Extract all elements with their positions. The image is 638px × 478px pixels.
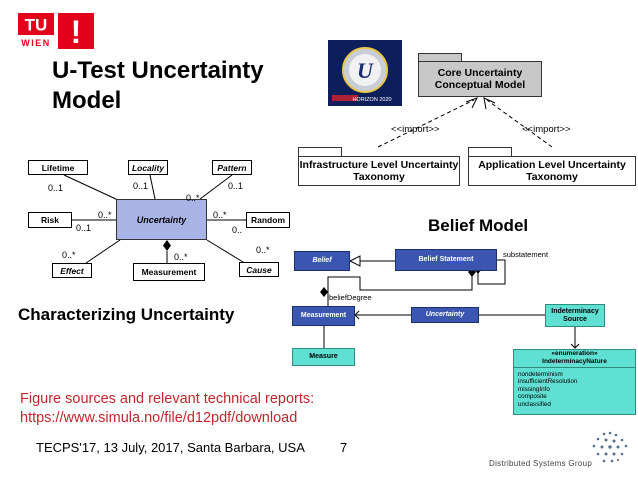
measurement-arrowhead <box>354 310 360 320</box>
dsg-dots-icon <box>592 431 628 463</box>
u-test-badge: U HORIZON 2020 <box>328 40 402 106</box>
enum-arrowhead <box>570 343 580 349</box>
lifetime-multiplicity: 0..1 <box>48 183 64 193</box>
application-package-label: Application Level Uncertainty Taxonomy <box>478 159 626 183</box>
random-class: Random <box>246 212 290 228</box>
import-dependency-right <box>486 99 553 148</box>
title-line-1: U-Test Uncertainty <box>52 57 264 84</box>
cause-class: Cause <box>239 262 279 277</box>
belief-measurement-class: Measurement <box>292 306 355 326</box>
svg-text:WIEN: WIEN <box>21 38 51 48</box>
enum-literal: unclassified <box>518 400 551 408</box>
sources-line-1: Figure sources and relevant technical re… <box>20 391 315 407</box>
page-number: 7 <box>340 440 348 455</box>
import-label-left: <<import>> <box>391 124 440 135</box>
enum-literal: nondeterminism <box>518 371 563 378</box>
slide-footer: TECPS'17, 13 July, 2017, Santa Barbara, … <box>36 440 305 455</box>
random-multiplicity-uncertainty: 0..* <box>213 210 227 220</box>
enum-literal: composite <box>518 393 547 401</box>
effect-class: Effect <box>52 263 92 278</box>
uncertainty-class: Uncertainty <box>116 199 207 240</box>
risk-class: Risk <box>28 212 72 228</box>
risk-multiplicity-uncertainty: 0..* <box>98 210 112 220</box>
application-package-tab <box>468 147 512 157</box>
lifetime-class: Lifetime <box>28 160 88 175</box>
import-label-right: <<import>> <box>522 124 571 135</box>
belief-associations <box>323 259 576 348</box>
enum-literals: nondeterminism insufficientResolution mi… <box>514 368 635 408</box>
measurement-composition-diamond <box>163 240 171 251</box>
infrastructure-package-tab <box>298 147 342 157</box>
measurement-diamond <box>320 287 328 297</box>
svg-text:TU: TU <box>25 16 48 35</box>
belief-degree-role: beliefDegree <box>329 293 372 302</box>
measurement-multiplicity: 0..* <box>174 252 188 262</box>
substatement-role: substatement <box>503 250 549 259</box>
badge-letter: U <box>357 58 374 83</box>
tu-wien-logo: TU ! WIEN <box>18 13 94 49</box>
characterizing-uncertainty-heading: Characterizing Uncertainty <box>18 305 235 324</box>
core-package-label: Core Uncertainty Conceptual Model <box>434 67 526 91</box>
pattern-multiplicity: 0..1 <box>228 181 244 191</box>
indeterminacy-nature-enum: «enumeration» IndeterminacyNature nondet… <box>513 349 636 415</box>
infrastructure-package-label: Infrastructure Level Uncertainty Taxonom… <box>299 159 459 183</box>
measure-class: Measure <box>292 348 355 366</box>
badge-graphic: U HORIZON 2020 <box>332 47 392 103</box>
random-multiplicity: 0.. <box>232 225 243 235</box>
belief-class: Belief <box>294 251 350 271</box>
belief-model-heading: Belief Model <box>428 216 529 235</box>
pattern-class: Pattern <box>212 160 252 175</box>
belief-generalization-arrow <box>348 255 361 267</box>
enum-header: «enumeration» IndeterminacyNature <box>514 350 635 368</box>
distributed-systems-group-label: Distributed Systems Group <box>489 459 593 468</box>
enum-stereotype: «enumeration» <box>551 350 598 357</box>
infrastructure-package: Infrastructure Level Uncertainty Taxonom… <box>298 156 460 186</box>
import-dependency-left <box>377 99 475 148</box>
locality-multiplicity: 0..1 <box>133 181 149 191</box>
figure-sources: Figure sources and relevant technical re… <box>20 390 314 428</box>
pattern-multiplicity-uncertainty: 0..* <box>186 193 200 203</box>
slide-title: U-Test Uncertainty Model <box>52 56 312 116</box>
cause-multiplicity: 0..* <box>256 245 270 255</box>
measurement-class: Measurement <box>133 263 205 281</box>
enum-literal: insufficientResolution <box>518 378 578 386</box>
application-package: Application Level Uncertainty Taxonomy <box>468 156 636 186</box>
risk-multiplicity: 0..1 <box>76 223 92 233</box>
import-arrowhead-right <box>483 97 496 110</box>
effect-multiplicity: 0..* <box>62 250 76 260</box>
enum-name: IndeterminacyNature <box>542 358 607 365</box>
characterization-associations <box>63 174 246 264</box>
core-package: Core Uncertainty Conceptual Model <box>418 61 542 97</box>
svg-text:!: ! <box>71 14 82 49</box>
enum-literal: missingInfo <box>518 385 550 393</box>
indeterminacy-source-class: Indeterminacy Source <box>545 304 605 327</box>
badge-caption: HORIZON 2020 <box>352 97 391 103</box>
import-arrowhead-left <box>465 97 479 109</box>
locality-class: Locality <box>128 160 168 175</box>
belief-uncertainty-class: Uncertainty <box>411 307 479 323</box>
sources-link[interactable]: https://www.simula.no/file/d12pdf/downlo… <box>20 410 298 426</box>
title-line-2: Model <box>52 87 122 114</box>
belief-statement-class: Belief Statement <box>395 249 497 271</box>
core-package-tab <box>418 53 462 62</box>
